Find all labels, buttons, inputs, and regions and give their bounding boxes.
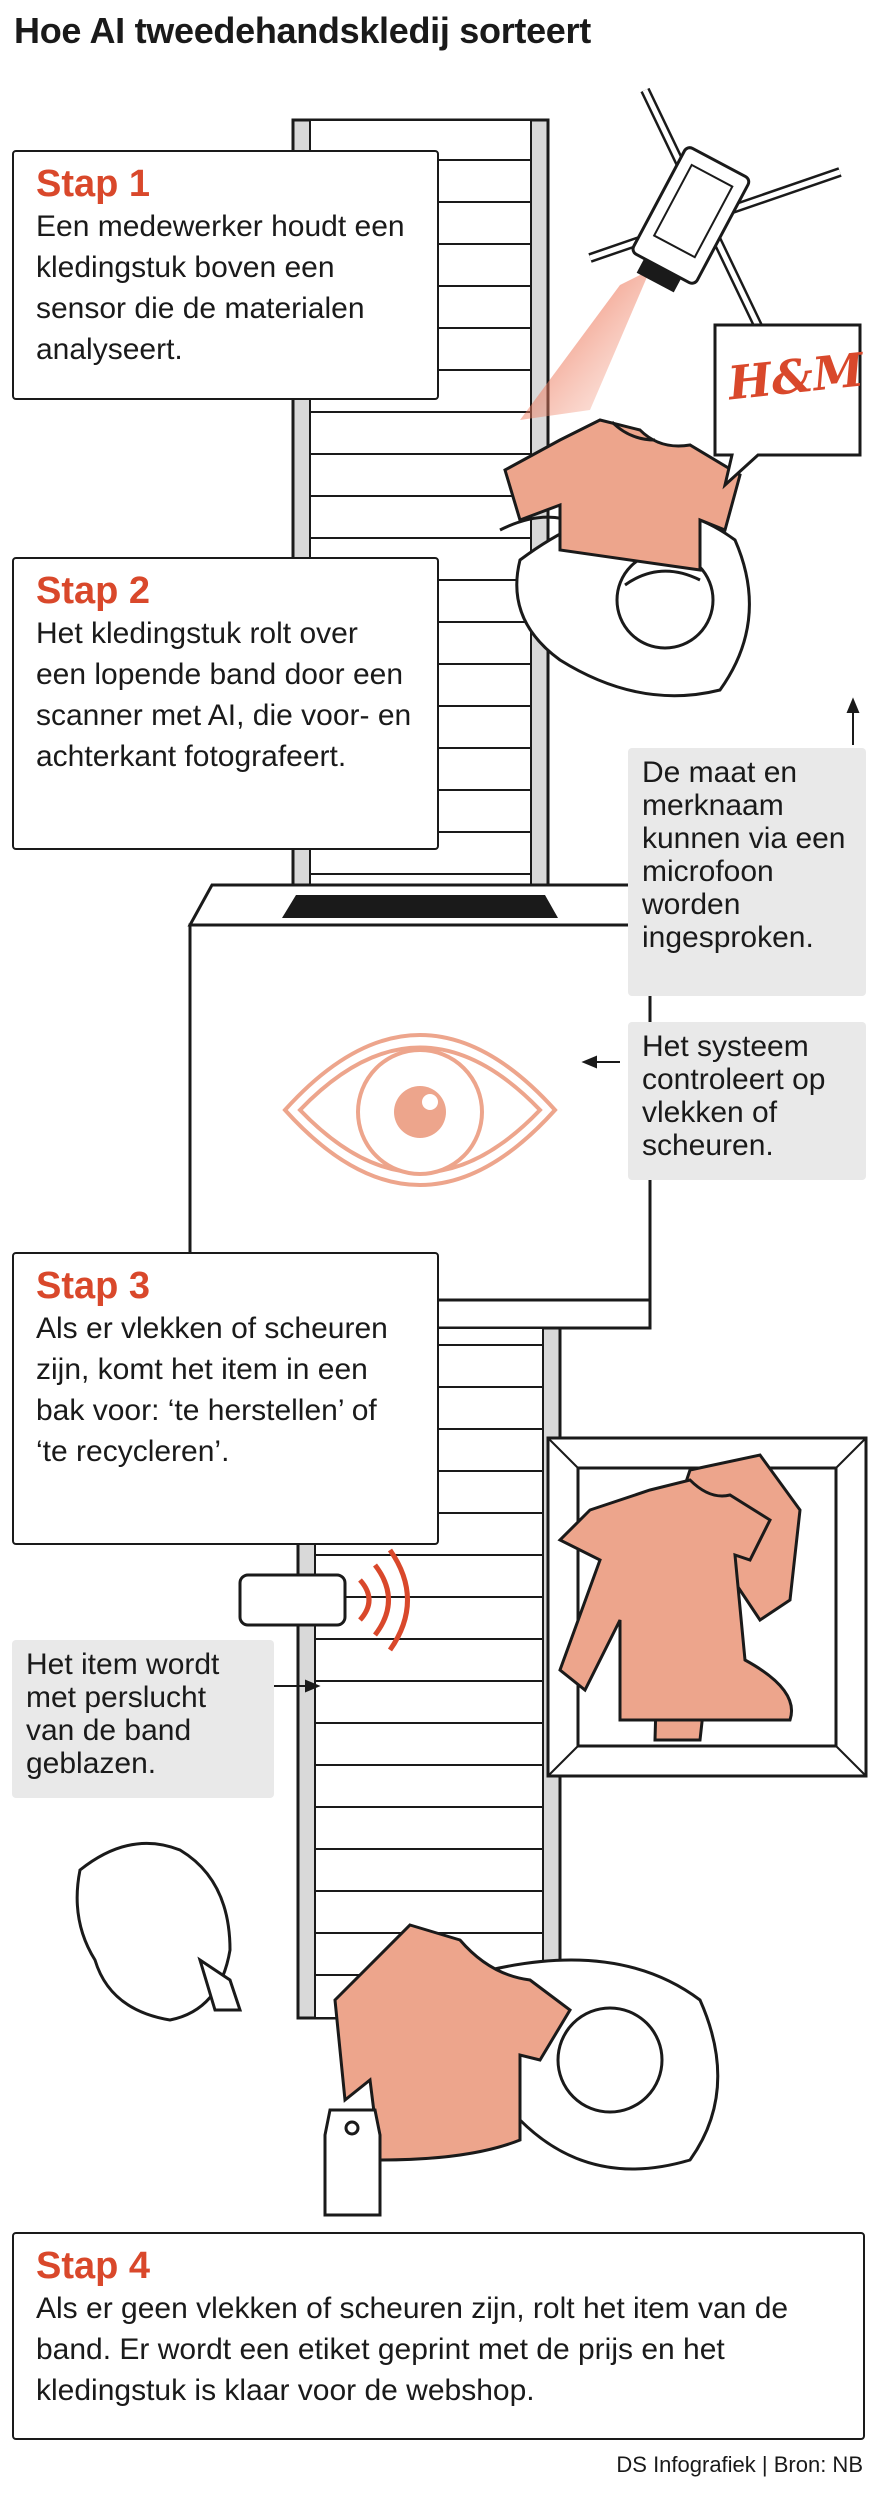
brand-speech-bubble — [713, 323, 862, 490]
garment-bottom — [333, 1923, 572, 2162]
step-3-label: Stap 3 — [36, 1265, 151, 1307]
step-4-card: Stap 4 Als er geen vlekken of scheuren z… — [12, 2232, 865, 2440]
garment-top — [503, 418, 742, 572]
step-2-text: Het kledingstuk rolt over een lopende ba… — [36, 617, 412, 773]
step-4-label: Stap 4 — [36, 2245, 151, 2287]
system-note: Het systeem controleert op vlekken of sc… — [628, 1022, 866, 1180]
microphone-note: De maat en merknaam kunnen via een micro… — [628, 748, 866, 996]
step-3-card: Stap 3 Als er vlekken of scheuren zijn, … — [12, 1252, 439, 1545]
pointer-arrows — [270, 697, 860, 1693]
step-1-label: Stap 1 — [36, 163, 151, 205]
air-blower — [238, 1548, 410, 1652]
step-1-card: Stap 1 Een medewerker houdt een kledings… — [12, 150, 439, 400]
step-2-label: Stap 2 — [36, 570, 151, 612]
step-2-card: Stap 2 Het kledingstuk rolt over een lop… — [12, 557, 439, 850]
step-3-text: Als er vlekken of scheuren zijn, komt he… — [36, 1312, 388, 1468]
step-1-text: Een medewerker houdt een kledingstuk bov… — [36, 210, 405, 366]
source-credit: DS Infografiek | Bron: NB — [616, 2452, 863, 2477]
garments-in-bin — [557, 1453, 802, 1742]
page-title: Hoe AI tweedehandskledij sorteert — [14, 10, 591, 51]
air-note: Het item wordt met perslucht van de band… — [12, 1640, 274, 1798]
material-sensor — [520, 87, 842, 420]
price-tag-icon — [323, 2108, 382, 2217]
step-4-text: Als er geen vlekken of scheuren zijn, ro… — [36, 2292, 789, 2407]
eye-icon — [282, 1033, 558, 1187]
